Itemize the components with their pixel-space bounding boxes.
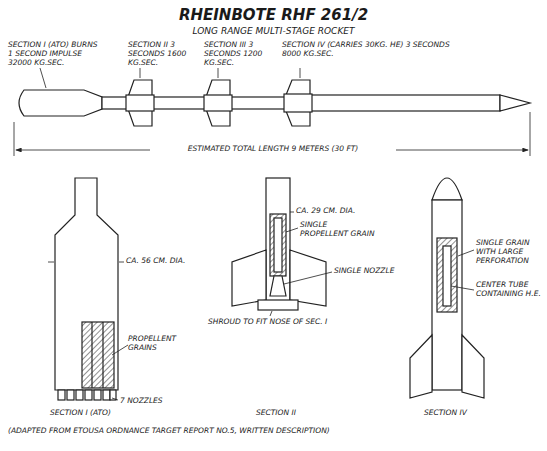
warhead-nose xyxy=(432,178,462,200)
fin xyxy=(462,335,484,398)
leader-line xyxy=(112,345,128,355)
leader-line xyxy=(284,272,332,284)
caption: (ADAPTED FROM ETOUSA ORDNANCE TARGET REP… xyxy=(8,426,438,435)
center-tube xyxy=(443,246,451,306)
nozzle xyxy=(94,390,101,400)
part-label: SINGLE GRAIN WITH LARGE PERFORATION xyxy=(476,238,542,265)
nozzle xyxy=(58,390,65,400)
dimension-tick xyxy=(14,122,15,156)
subtitle: LONG RANGE MULTI-STAGE ROCKET xyxy=(150,26,397,37)
title: RHEINBOTE RHF 261/2 xyxy=(120,6,427,24)
leader-line xyxy=(40,68,46,88)
leader-line xyxy=(218,68,219,78)
nose-cone xyxy=(500,95,530,111)
part-label: 7 NOZZLES xyxy=(120,396,180,405)
nozzle xyxy=(85,390,92,400)
dimension-tick xyxy=(530,112,531,156)
part-label: SINGLE NOZZLE xyxy=(334,266,404,275)
section-four-body xyxy=(432,200,462,390)
section-label: SECTION II xyxy=(256,408,326,417)
nozzle xyxy=(270,276,286,296)
collar xyxy=(126,95,154,111)
section-one-body xyxy=(19,90,102,116)
leader-line xyxy=(286,228,298,232)
stage-note: SECTION II 3 SECONDS 1600 KG.SEC. xyxy=(128,40,196,67)
stage-note: SECTION I (ATO) BURNS 1 SECOND IMPULSE 3… xyxy=(8,40,100,67)
fin xyxy=(410,335,432,398)
propellent-grain xyxy=(270,214,286,276)
collar xyxy=(284,94,312,112)
leader-line xyxy=(140,68,141,78)
leader-line xyxy=(270,311,272,316)
diameter-mark xyxy=(48,262,54,263)
fin xyxy=(232,250,266,306)
dimension-line xyxy=(16,150,150,151)
section-label: SECTION I (ATO) xyxy=(50,408,140,417)
dimension-label: CA. 56 CM. DIA. xyxy=(126,256,196,265)
part-label: PROPELLENT GRAINS xyxy=(128,334,188,352)
leader-line xyxy=(119,262,124,263)
leader-line xyxy=(290,212,294,213)
stage-note: SECTION IV (CARRIES 30KG. HE) 3 SECONDS … xyxy=(282,40,462,58)
propellent-grain xyxy=(437,238,457,312)
section-four-body xyxy=(300,95,500,111)
part-label: SINGLE PROPELLENT GRAIN xyxy=(300,220,376,238)
part-label: SHROUD TO FIT NOSE OF SEC. I xyxy=(208,317,328,326)
leader-line xyxy=(300,68,301,78)
stage-note: SECTION III 3 SECONDS 1200 KG.SEC. xyxy=(204,40,274,67)
dimension-label: CA. 29 CM. DIA. xyxy=(296,206,376,215)
shroud xyxy=(258,300,298,310)
grain-divider xyxy=(102,322,103,388)
nozzle xyxy=(67,390,74,400)
section-label: SECTION IV xyxy=(424,408,494,417)
leader-line xyxy=(458,250,474,256)
nozzle xyxy=(76,390,83,400)
dimension-label: ESTIMATED TOTAL LENGTH 9 METERS (30 FT) xyxy=(150,144,396,153)
part-label: CENTER TUBE CONTAINING H.E. xyxy=(476,280,542,298)
section-one-cutaway xyxy=(55,178,118,390)
propellent-grains xyxy=(82,322,114,388)
leader-line xyxy=(451,286,474,290)
collar xyxy=(204,95,232,111)
nozzle xyxy=(103,390,110,400)
grain-divider xyxy=(91,322,92,388)
dimension-line xyxy=(390,150,528,151)
grain-bore xyxy=(274,218,282,272)
leader-line xyxy=(112,398,118,400)
